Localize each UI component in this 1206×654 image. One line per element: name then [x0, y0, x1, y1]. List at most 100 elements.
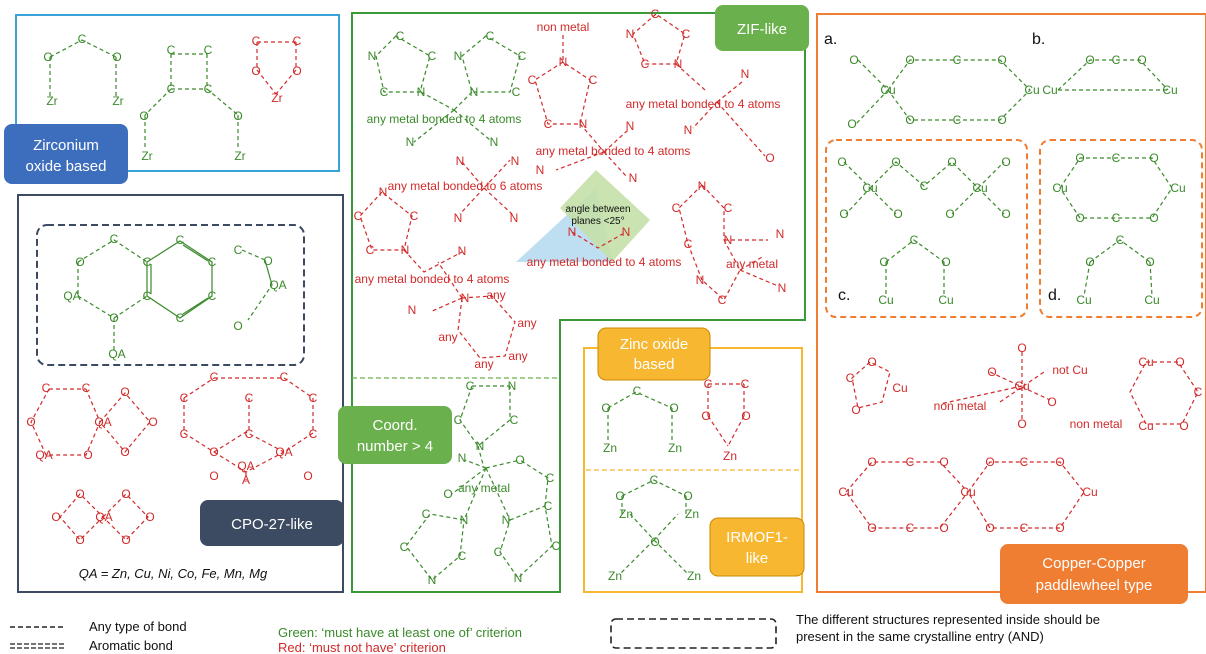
svg-text:O: O — [985, 455, 994, 469]
svg-text:Zr: Zr — [271, 91, 282, 105]
svg-text:O: O — [939, 455, 948, 469]
zif-metal-center-green: N N any metal bonded to 4 atoms — [367, 91, 521, 149]
svg-text:C: C — [1112, 211, 1121, 225]
svg-text:O: O — [120, 445, 129, 459]
svg-text:Cu: Cu — [892, 381, 907, 395]
svg-text:present in the same crystallin: present in the same crystalline entry (A… — [796, 629, 1044, 644]
svg-text:paddlewheel type: paddlewheel type — [1036, 577, 1153, 594]
svg-text:O: O — [75, 533, 84, 547]
zirconium-badge: Zirconium oxide based — [4, 124, 128, 184]
svg-text:Zn: Zn — [668, 441, 682, 455]
svg-text:O: O — [701, 409, 710, 423]
svg-text:N: N — [696, 273, 705, 287]
svg-text:C: C — [953, 113, 962, 127]
svg-text:C: C — [724, 201, 733, 215]
svg-text:O: O — [615, 489, 624, 503]
legend-any-bond: Any type of bond — [89, 619, 187, 634]
svg-text:N: N — [508, 379, 517, 393]
svg-text:N: N — [776, 227, 785, 241]
svg-text:O: O — [851, 403, 860, 417]
svg-text:C: C — [846, 371, 855, 385]
svg-text:C: C — [143, 255, 152, 269]
svg-text:N: N — [579, 117, 588, 131]
svg-text:C: C — [466, 379, 475, 393]
svg-text:C: C — [204, 43, 213, 57]
svg-text:N: N — [674, 57, 683, 71]
svg-text:Cu: Cu — [938, 293, 953, 307]
svg-text:C: C — [906, 521, 915, 535]
svg-text:Zirconium: Zirconium — [33, 137, 99, 154]
svg-text:O: O — [209, 445, 218, 459]
svg-text:C: C — [252, 34, 261, 48]
svg-text:O: O — [1047, 395, 1056, 409]
irmof1-cluster-green: C O O Zn Zn O Zn Zn — [608, 473, 701, 583]
irmof1-badge: IRMOF1- like — [709, 517, 805, 577]
svg-text:C: C — [208, 255, 217, 269]
svg-text:O: O — [1085, 255, 1094, 269]
cpo27-diamond-red: O O QA O O O O — [51, 487, 154, 547]
svg-text:Cu: Cu — [1144, 293, 1159, 307]
svg-text:N: N — [629, 171, 638, 185]
svg-text:Cu: Cu — [1138, 355, 1153, 369]
svg-text:N: N — [724, 233, 733, 247]
svg-text:O: O — [945, 207, 954, 221]
svg-text:O: O — [75, 255, 84, 269]
copper-d-label: d. — [1048, 287, 1061, 304]
svg-text:C: C — [544, 499, 553, 513]
svg-text:O: O — [867, 521, 876, 535]
svg-text:O: O — [148, 415, 157, 429]
svg-text:O: O — [26, 415, 35, 429]
cpo27-aromatic-green: C C O C C QA C C O C QA — [63, 232, 216, 361]
svg-text:O: O — [263, 254, 272, 268]
zif-imidazole-green-1: C N C C N — [368, 29, 437, 99]
svg-text:C: C — [78, 32, 87, 46]
svg-text:C: C — [176, 311, 185, 325]
svg-text:C: C — [380, 85, 389, 99]
svg-text:O: O — [879, 255, 888, 269]
svg-text:O: O — [893, 207, 902, 221]
svg-text:C: C — [309, 427, 318, 441]
copper-non-metal-2: non metal — [1070, 417, 1123, 431]
svg-text:O: O — [1055, 521, 1064, 535]
zif-metal6: any metal bonded to 6 atoms — [388, 179, 543, 193]
svg-text:C: C — [245, 427, 254, 441]
copper-b-structure: O C O Cu Cu — [1042, 53, 1177, 97]
svg-text:O: O — [847, 117, 856, 131]
svg-text:N: N — [490, 135, 499, 149]
svg-text:angle between: angle between — [565, 204, 630, 215]
svg-text:QA: QA — [94, 415, 111, 429]
svg-text:C: C — [682, 27, 691, 41]
svg-text:O: O — [121, 533, 130, 547]
svg-text:C: C — [1112, 151, 1121, 165]
copper-red-octahedral: O O Cu O O not Cu non metal — [934, 341, 1088, 431]
qa-definition: QA = Zn, Cu, Ni, Co, Fe, Mn, Mg — [79, 566, 268, 581]
copper-red-double-paddlewheel: O C O O C O Cu Cu Cu O C O O C O — [838, 455, 1097, 535]
cpo27-qa-chain-green: C O QA O — [233, 243, 286, 333]
svg-text:O: O — [669, 401, 678, 415]
svg-text:N: N — [368, 49, 377, 63]
zif-red-ring-1: N C C C N — [528, 35, 598, 141]
svg-text:N: N — [406, 135, 415, 149]
svg-text:N: N — [511, 154, 520, 168]
svg-text:oxide based: oxide based — [26, 158, 107, 175]
svg-text:O: O — [145, 510, 154, 524]
svg-text:O: O — [867, 355, 876, 369]
svg-text:N: N — [470, 85, 479, 99]
svg-text:O: O — [1149, 151, 1158, 165]
zinc-carboxylate-green: C O O Zn Zn — [601, 384, 682, 455]
svg-text:C: C — [641, 57, 650, 71]
svg-text:C: C — [167, 43, 176, 57]
svg-text:O: O — [139, 109, 148, 123]
zif-red-ring-2: C N C C N N N O any metal bonded to 4 at… — [626, 7, 781, 165]
svg-text:O: O — [112, 50, 121, 64]
svg-text:O: O — [1017, 341, 1026, 355]
svg-text:N: N — [461, 291, 470, 305]
svg-text:Cu: Cu — [880, 83, 895, 97]
copper-c-box — [825, 139, 1028, 318]
copper-d-box — [1039, 139, 1203, 318]
svg-text:C: C — [544, 117, 553, 131]
legend-aromatic-bond: Aromatic bond — [89, 638, 173, 653]
svg-text:Zn: Zn — [619, 507, 633, 521]
svg-text:QA: QA — [237, 459, 254, 473]
svg-text:N: N — [510, 211, 519, 225]
